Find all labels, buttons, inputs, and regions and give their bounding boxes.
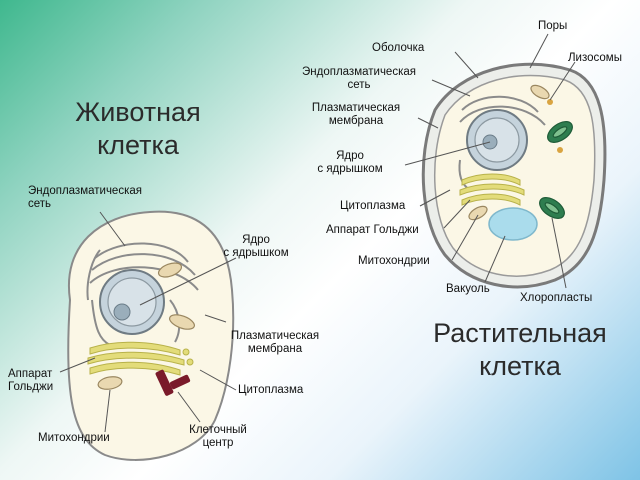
plant-label-wall: Оболочка (372, 42, 425, 54)
plant-label-nucleus-line1: Ядро (336, 150, 364, 162)
plant-label-cytoplasm: Цитоплазма (340, 200, 406, 212)
plant-leader-lines (404, 33, 576, 289)
plant-label-er: Эндоплазматическая сеть (284, 66, 434, 92)
plant-label-nucleus: Ядро с ядрышком (300, 150, 400, 176)
plant-title-line1: Растительная (433, 318, 607, 348)
animal-cell-title: Животная клетка (58, 96, 218, 162)
animal-leader-lines (59, 211, 237, 433)
animal-golgi (87, 341, 194, 376)
plant-label-lysosomes: Лизосомы (568, 52, 622, 64)
plant-title-line2: клетка (479, 351, 561, 381)
animal-label-cytoplasm: Цитоплазма (238, 384, 304, 396)
animal-label-golgi-line2: Гольджи (8, 381, 54, 393)
animal-label-nucleus-line2: с ядрышком (223, 247, 289, 259)
plant-label-vacuole: Вакуоль (446, 283, 490, 295)
animal-label-mitochondria: Митохондрии (38, 432, 110, 444)
plant-vacuole (488, 207, 538, 241)
animal-label-nucleus: Ядро с ядрышком (206, 234, 306, 260)
plant-mitochondria (468, 84, 550, 221)
animal-label-er: Эндоплазматическая сеть (28, 185, 142, 211)
plant-label-chloroplasts: Хлоропласты (520, 292, 593, 304)
animal-label-membrane-line1: Плазматическая (230, 330, 320, 342)
plant-lysosomes (547, 99, 563, 153)
plant-chloroplasts (539, 121, 573, 219)
plant-label-er-line2: сеть (347, 79, 371, 91)
animal-title-line2: клетка (97, 130, 179, 160)
plant-label-membrane-line2: мембрана (328, 115, 384, 127)
animal-label-centrosome-line2: центр (202, 437, 234, 449)
plant-label-membrane: Плазматическая мембрана (296, 102, 416, 128)
animal-label-nucleus-line1: Ядро (242, 234, 270, 246)
plant-cell-membrane (433, 74, 596, 277)
animal-mitochondria (97, 262, 195, 390)
animal-nucleus-inner (107, 277, 157, 327)
animal-label-membrane: Плазматическая мембрана (220, 330, 330, 356)
animal-centrosome (155, 369, 191, 396)
animal-label-golgi-line1: Аппарат (8, 368, 53, 380)
animal-title-line1: Животная (75, 97, 201, 127)
animal-label-centrosome-line1: Клеточный (189, 424, 247, 436)
plant-label-membrane-line1: Плазматическая (311, 102, 401, 114)
animal-nucleolus (113, 303, 131, 321)
plant-label-nucleus-line2: с ядрышком (317, 163, 383, 175)
animal-label-golgi: Аппарат Гольджи (8, 368, 53, 394)
animal-cell (59, 210, 237, 461)
plant-label-er-line1: Эндоплазматическая (302, 66, 416, 78)
animal-label-er-line2: сеть (28, 198, 52, 210)
plant-cell-title: Растительная клетка (420, 317, 620, 383)
plant-cell (404, 33, 607, 289)
animal-label-centrosome: Клеточный центр (178, 424, 258, 450)
plant-label-mitochondria: Митохондрии (358, 255, 430, 267)
animal-label-er-line1: Эндоплазматическая (28, 185, 142, 197)
animal-label-membrane-line2: мембрана (247, 343, 303, 355)
plant-golgi (459, 173, 525, 206)
plant-label-pores: Поры (538, 20, 568, 32)
plant-label-golgi: Аппарат Гольджи (326, 224, 419, 236)
